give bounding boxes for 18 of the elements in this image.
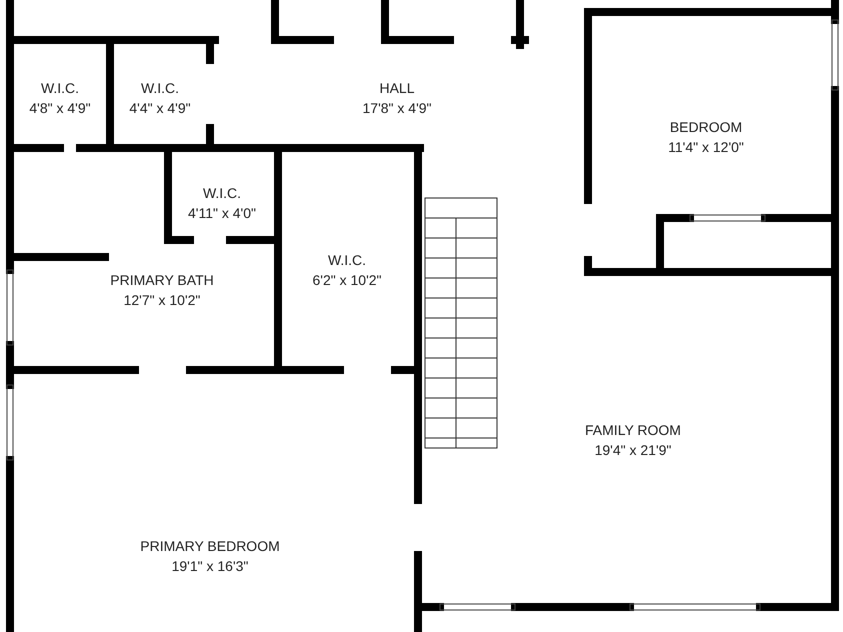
room-name: PRIMARY BEDROOM	[140, 537, 280, 556]
room-name: W.I.C.	[40, 79, 80, 98]
room-name: W.I.C.	[328, 251, 366, 270]
room-dimension: 11'4" x 12'0"	[668, 138, 744, 157]
room-name: W.I.C.	[202, 184, 242, 203]
room-dimension: 4'11" x 4'0"	[188, 204, 256, 223]
room-name: W.I.C.	[140, 79, 180, 98]
room-dimension: 4'4" x 4'9"	[129, 99, 191, 118]
room-dimension: 12'7" x 10'2"	[124, 291, 200, 310]
room-name: BEDROOM	[670, 118, 742, 137]
room-dimension: 17'8" x 4'9"	[362, 99, 432, 118]
room-dimension: 19'1" x 16'3"	[172, 557, 248, 576]
room-name: HALL	[379, 79, 415, 98]
room-name: FAMILY ROOM	[585, 421, 681, 440]
room-dimension: 19'4" x 21'9"	[594, 441, 672, 460]
room-name: PRIMARY BATH	[110, 271, 214, 290]
room-dimension: 6'2" x 10'2"	[312, 271, 382, 290]
room-dimension: 4'8" x 4'9"	[29, 99, 91, 118]
